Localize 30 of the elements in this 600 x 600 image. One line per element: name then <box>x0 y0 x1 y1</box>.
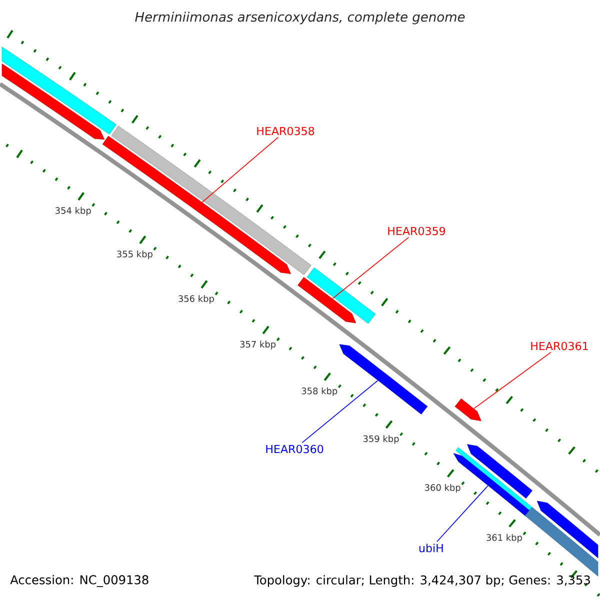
scale-label: 357 kbp <box>240 340 276 350</box>
leader-line <box>436 485 488 542</box>
gene-label: HEAR0360 <box>266 444 324 454</box>
gene-label: HEAR0358 <box>257 126 314 136</box>
gene-bar <box>298 277 356 324</box>
gene-bar <box>2 64 105 140</box>
gene-bar <box>524 507 598 576</box>
scale-label: 355 kbp <box>117 250 152 260</box>
gene-label: HEAR0361 <box>531 342 588 350</box>
title: Herminiimonas arsenicoxydans, complete genome <box>135 12 465 24</box>
gene-bar <box>467 444 532 498</box>
scale-label: 360 kbp <box>425 484 460 493</box>
scale-label: 359 kbp <box>363 435 399 444</box>
footer-text: Topology: circular; Length: 3,424,307 bp; Genes: 3,353 <box>254 575 590 587</box>
gene-label: ubiH <box>419 544 443 552</box>
leader-line <box>302 380 378 444</box>
gene-bar <box>306 267 376 324</box>
gene-bar <box>454 398 482 422</box>
leader-line <box>332 236 410 299</box>
footer-text: Accession: NC_009138 <box>10 574 148 588</box>
scale-label: 361 kbp <box>486 534 522 543</box>
leader-line <box>474 352 552 409</box>
scale-label: 356 kbp <box>178 295 214 304</box>
gene-bar <box>536 500 598 558</box>
scale-label: 354 kbp <box>56 206 91 216</box>
gene-bar <box>102 136 291 274</box>
gene-bar <box>339 344 428 414</box>
gene-label: HEAR0359 <box>388 226 446 236</box>
gene-bar <box>2 46 116 135</box>
leader-line <box>202 136 279 203</box>
